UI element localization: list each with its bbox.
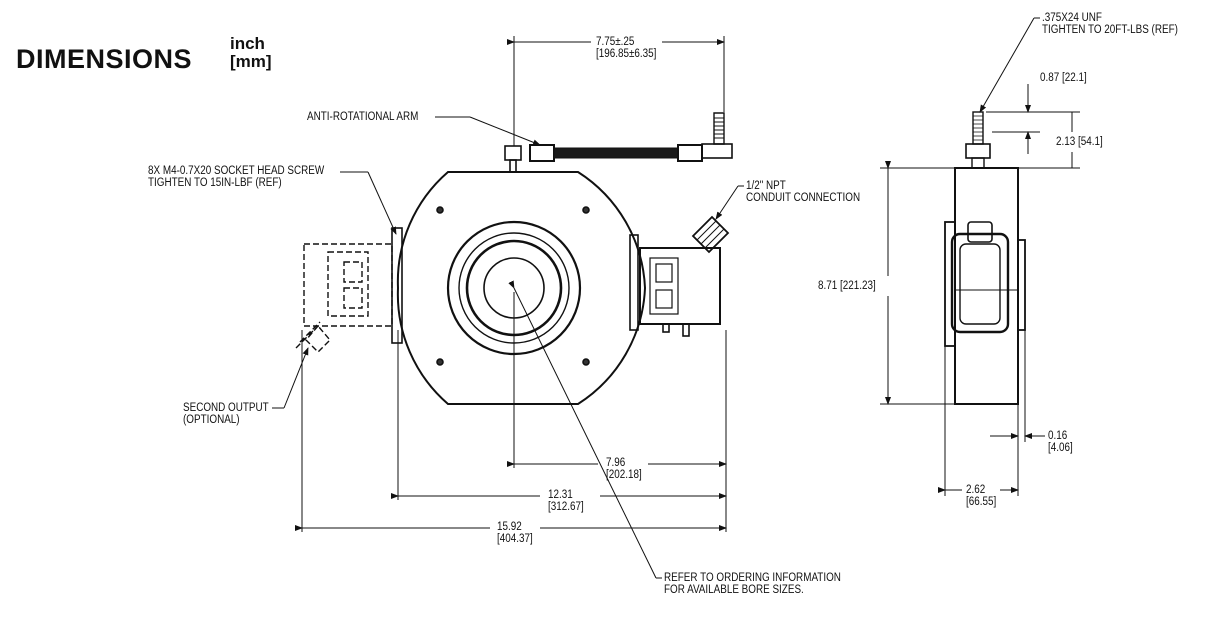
- side-connector: [950, 232, 1010, 334]
- unit-inch: inch: [230, 34, 265, 53]
- dim-871: 8.71 [221.23]: [818, 280, 876, 292]
- label-second-output: SECOND OUTPUT(OPTIONAL): [183, 402, 269, 426]
- encoder-housing: [396, 171, 647, 405]
- dim-796: 7.96[202.18]: [606, 457, 642, 481]
- dim-087: 0.87 [22.1]: [1040, 72, 1087, 84]
- dim-262: 2.62[66.55]: [966, 484, 997, 508]
- conduit-fitting: [691, 215, 730, 254]
- label-anti-rotational-arm: ANTI-ROTATIONAL ARM: [307, 111, 419, 123]
- arm-rod: [553, 147, 679, 159]
- units-legend: inch [mm]: [230, 35, 272, 71]
- side-view: [944, 111, 1026, 405]
- dim-213: 2.13 [54.1]: [1056, 136, 1103, 148]
- dim-1231: 12.31[312.67]: [548, 489, 584, 513]
- unit-mm: [mm]: [230, 52, 272, 71]
- arm-left-clevis: [529, 144, 555, 162]
- arm-right-clevis: [677, 144, 703, 162]
- dim-016: 0.16[4.06]: [1048, 430, 1073, 454]
- dim-arm-width: 7.75±.25[196.85±6.35]: [596, 36, 657, 60]
- connector-block: [639, 247, 721, 325]
- dim-1592: 15.92[404.37]: [497, 521, 533, 545]
- page-title: DIMENSIONS: [16, 44, 193, 74]
- second-output-dashed: [295, 243, 393, 353]
